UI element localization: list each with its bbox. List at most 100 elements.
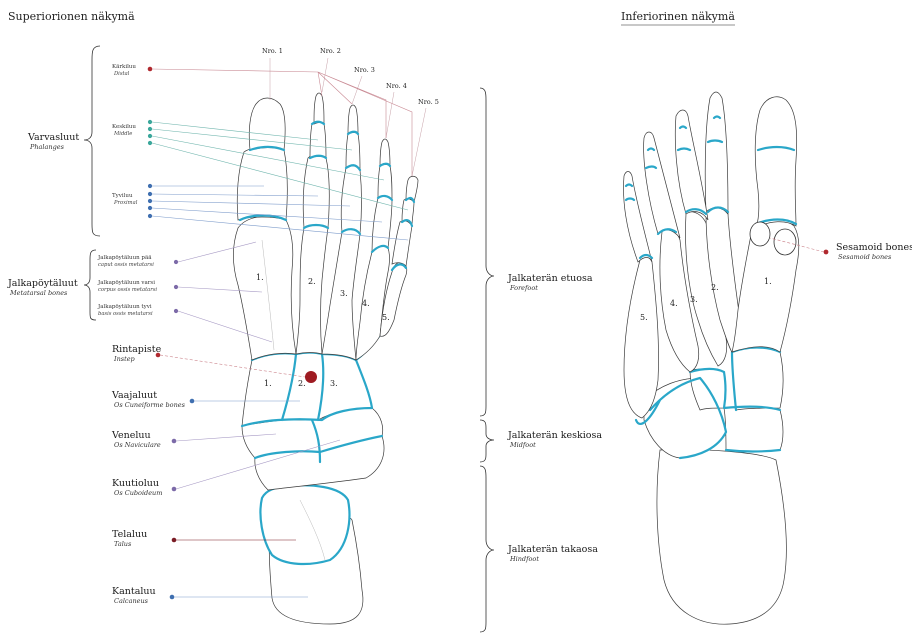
- navicular-label: Veneluu: [111, 430, 151, 441]
- sesamoid-latin: Sesamoid bones: [838, 253, 892, 261]
- metatarsal-number-5: 5.: [382, 313, 390, 322]
- toe-3-distal: [348, 105, 358, 134]
- hindfoot-brace: [480, 466, 494, 632]
- inferior-metatarsal-5: [624, 256, 659, 418]
- inferior-toe-1: [755, 97, 796, 228]
- toe-5-proximal: [392, 221, 412, 266]
- proximal-dots: [148, 184, 152, 218]
- cuneiform-dot: [190, 399, 195, 404]
- inferior-metatarsal-number-4: 4.: [670, 299, 678, 308]
- calcaneus-label: Kantaluu: [112, 586, 156, 597]
- metatarsal-number-1: 1.: [256, 273, 264, 282]
- middle-dots: [148, 120, 152, 145]
- instep-dot: [156, 353, 161, 358]
- proximal-dot: [148, 199, 152, 203]
- cuboid-label: Kuutioluu: [112, 478, 159, 489]
- metatarsal-1-bone: [234, 216, 297, 360]
- sesamoid-bone-medial: [750, 222, 770, 246]
- proximal-label: Tyviluu: [112, 193, 133, 199]
- inferior-metatarsal-number-5: 5.: [640, 313, 648, 322]
- distal-dot: [148, 67, 153, 72]
- talus-dot: [172, 538, 177, 543]
- sesamoid-dot: [824, 250, 829, 255]
- cuneiform-number-2: 2.: [298, 379, 306, 388]
- cuneiform-label: Vaajaluut: [111, 390, 157, 401]
- middle-dot: [148, 134, 152, 138]
- inferior-metatarsal-number-3: 3.: [690, 295, 698, 304]
- distal-latin: Distal: [113, 71, 130, 77]
- metatarsal-head-label: Jalkapöytäluun pää: [97, 255, 152, 261]
- inferior-metatarsal-number-2: 2.: [711, 283, 719, 292]
- cuneiform-number-3: 3.: [330, 379, 338, 388]
- navicular-dot: [172, 439, 177, 444]
- inferior-toe-2: [705, 92, 728, 214]
- phalanges-group-latin: Phalanges: [29, 143, 65, 151]
- calcaneus-dot: [170, 595, 175, 600]
- toe-3-proximal: [341, 165, 361, 234]
- instep-label: Rintapiste: [112, 344, 162, 355]
- middle-latin: Middle: [113, 131, 132, 137]
- inferior-view-title: Inferiorinen näkymä: [621, 10, 735, 23]
- cuboid-latin: Os Cuboideum: [114, 489, 162, 497]
- inferior-metatarsal-number-1: 1.: [764, 277, 772, 286]
- superior-view-title: Superiorionen näkymä: [8, 10, 135, 23]
- midfoot-brace: [480, 420, 494, 462]
- instep-latin: Instep: [113, 355, 136, 363]
- toe-4-proximal: [372, 195, 392, 252]
- metatarsal-base-label: Jalkapöytäluun tyvi: [97, 304, 152, 310]
- phalanges-group-label: Varvasluut: [27, 132, 79, 143]
- metatarsal-shaft-latin: corpus ossis metatarsi: [98, 287, 157, 293]
- metatarsal-base-latin: basis ossis metatarsi: [98, 311, 153, 317]
- inferior-navicular: [724, 407, 783, 452]
- cuboid-dot: [172, 487, 177, 492]
- distal-label: Kärkiluu: [112, 64, 136, 70]
- midfoot-label: Jalkaterän keskiosa: [507, 430, 602, 441]
- forefoot-latin: Forefoot: [509, 284, 538, 292]
- proximal-dot: [148, 192, 152, 196]
- proximal-dot: [148, 184, 152, 188]
- toe-2-distal: [314, 93, 324, 124]
- middle-label: Keskiluu: [112, 124, 136, 130]
- toe-label-4: Nro. 4: [386, 82, 407, 90]
- metatarsal-shaft-label: Jalkapöytäluun varsi: [97, 280, 155, 286]
- proximal-dot: [148, 206, 152, 210]
- middle-dot: [148, 127, 152, 131]
- cuneiform-number-1: 1.: [264, 379, 272, 388]
- talus-latin: Talus: [114, 540, 132, 548]
- instep-marker: [305, 371, 317, 383]
- metatarsal-head-dot: [174, 260, 178, 264]
- metatarsal-number-4: 4.: [362, 299, 370, 308]
- metatarsal-base-dot: [174, 309, 178, 313]
- hindfoot-latin: Hindfoot: [509, 555, 539, 563]
- talus-label: Telaluu: [112, 529, 147, 540]
- toe-1-proximal: [237, 147, 287, 220]
- toe-label-3: Nro. 3: [354, 66, 375, 74]
- toe-2-proximal: [303, 155, 329, 228]
- middle-dot: [148, 141, 152, 145]
- cuneiform-latin: Os Cuneiforme bones: [114, 401, 186, 409]
- midfoot-latin: Midfoot: [509, 441, 536, 449]
- proximal-dot: [148, 214, 152, 218]
- metatarsal-shaft-dot: [174, 285, 178, 289]
- metatarsal-2-bone: [296, 224, 328, 355]
- middle-dot: [148, 120, 152, 124]
- sesamoid-label: Sesamoid bones: [836, 242, 912, 253]
- metatarsal-group-latin: Metatarsal bones: [9, 289, 68, 297]
- toe-4-distal: [380, 139, 390, 166]
- metatarsal-group-label: Jalkapöytäluut: [7, 278, 78, 289]
- metatarsal-number-2: 2.: [308, 277, 316, 286]
- metatarsal-brace: [84, 250, 96, 320]
- metatarsal-number-3: 3.: [340, 289, 348, 298]
- hindfoot-label: Jalkaterän takaosa: [507, 544, 598, 555]
- toe-label-5: Nro. 5: [418, 98, 439, 106]
- forefoot-label: Jalkaterän etuosa: [507, 273, 593, 284]
- forefoot-brace: [480, 88, 494, 416]
- toe-4-middle: [378, 163, 392, 200]
- calcaneus-latin: Calcaneus: [114, 597, 149, 605]
- superior-foot: 1. 2. 3. 4. 5. 1. 2. 3.: [234, 93, 419, 624]
- inferior-cuneiform-medial: [732, 348, 783, 411]
- toe-label-2: Nro. 2: [320, 47, 341, 55]
- toe-label-1: Nro. 1: [262, 47, 283, 55]
